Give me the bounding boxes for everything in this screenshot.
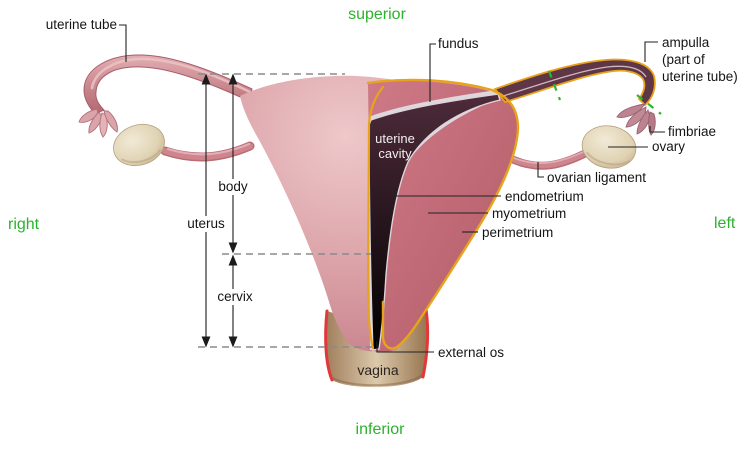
measurement-lines (198, 73, 372, 348)
leader-ampulla (644, 41, 658, 62)
body-extent-arrow (228, 73, 238, 254)
leader-uterine-tube (119, 24, 127, 62)
label-backings (183, 179, 259, 305)
label-uterine-tube: uterine tube (46, 17, 117, 32)
label-perimetrium: perimetrium (482, 225, 553, 240)
leader-fimbriae (649, 126, 665, 133)
cut-mark-distal (636, 94, 662, 115)
label-ovary: ovary (652, 139, 685, 154)
label-cervix: cervix (217, 289, 253, 304)
label-uterus: uterus (187, 216, 225, 231)
orientation-left: left (714, 215, 736, 232)
cut-mark-medial (547, 70, 562, 101)
leader-lines (119, 24, 665, 353)
label-vagina: vagina (357, 362, 398, 378)
left-ovary (113, 123, 165, 167)
right-ovarian-ligament (510, 149, 590, 170)
label-body: body (218, 179, 248, 194)
label-ampulla-line2: (part of (662, 52, 705, 67)
perimetrium-outline (366, 78, 520, 350)
leader-fundus (429, 43, 436, 102)
label-ampulla-line3: uterine tube) (662, 69, 738, 84)
right-uterine-tube (493, 58, 656, 107)
orientation-superior: superior (348, 6, 406, 23)
label-fimbriae: fimbriae (668, 124, 716, 139)
uterus-extent-arrow (201, 73, 211, 348)
label-endometrium: endometrium (505, 189, 584, 204)
uterine-cavity-shape (368, 93, 501, 351)
measurement-arrows (201, 73, 238, 348)
left-uterine-tube (83, 54, 253, 115)
label-uterine-cavity-line1: uterine (375, 131, 415, 146)
label-external-os: external os (438, 345, 504, 360)
left-ovarian-ligament (160, 141, 255, 162)
left-fimbriae (78, 108, 118, 138)
label-ovarian-ligament: ovarian ligament (547, 170, 646, 185)
label-fundus: fundus (438, 36, 479, 51)
uterus-illustration (78, 54, 662, 388)
orientation-inferior: inferior (356, 421, 406, 438)
fimbriae-petal (103, 110, 118, 133)
orientation-right: right (8, 216, 40, 233)
leader-external-os (376, 341, 434, 353)
vagina-cut-edge-left (324, 309, 334, 382)
label-uterine-cavity-line2: cavity (378, 146, 412, 161)
cut-marks (547, 70, 662, 115)
right-fimbriae (616, 103, 656, 136)
label-myometrium: myometrium (492, 206, 566, 221)
leader-ovarian-ligament (537, 162, 544, 178)
vagina-cut-edge-right (421, 307, 430, 379)
label-ampulla-line1: ampulla (662, 35, 710, 50)
